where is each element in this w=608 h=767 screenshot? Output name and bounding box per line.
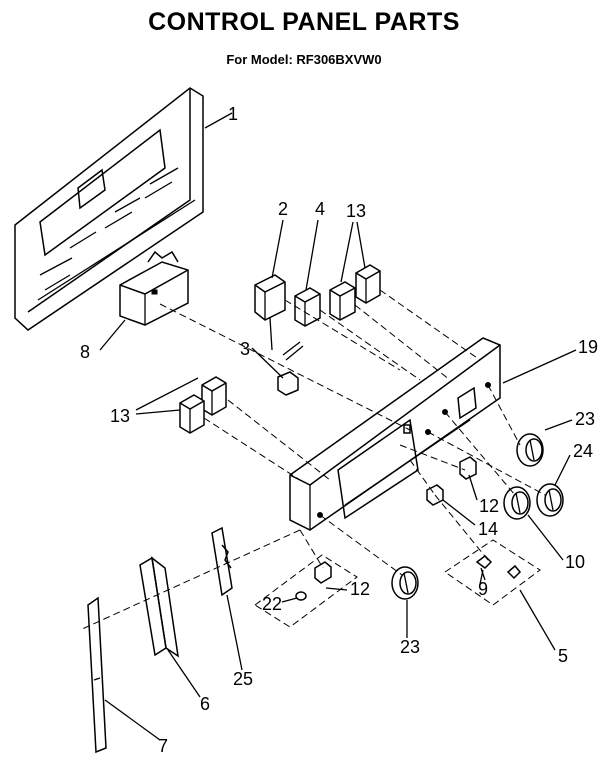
knob-24 [536, 483, 564, 517]
callout-1: 1 [228, 104, 238, 124]
callout-3: 3 [240, 339, 250, 359]
callout-14: 14 [478, 519, 498, 539]
callout-9: 9 [478, 579, 488, 599]
alignment-lines [79, 289, 546, 631]
callout-labels: 1 2 4 13 3 8 13 19 23 24 12 14 10 9 5 12… [80, 104, 598, 756]
callout-6: 6 [200, 694, 210, 714]
part-1-rear-panel [14, 87, 204, 331]
callout-13-upper: 13 [346, 201, 366, 221]
model-subtitle: For Model: RF306BXVW0 [226, 52, 382, 67]
part-25-bracket [211, 526, 233, 597]
knob-23-lower [391, 566, 419, 600]
callout-25: 25 [233, 669, 253, 689]
part-19-control-panel [289, 337, 501, 531]
knob-23-upper [516, 433, 544, 467]
part-7-bracket [87, 596, 107, 754]
part-12-right-fitting [459, 456, 477, 480]
callout-23-lower: 23 [400, 637, 420, 657]
callout-13-lower: 13 [110, 406, 130, 426]
part-6-bracket [139, 556, 179, 658]
knob-10 [503, 486, 531, 520]
part-8-switch-block [119, 250, 189, 326]
diagram-title: CONTROL PANEL PARTS [148, 8, 460, 36]
callout-5: 5 [558, 646, 568, 666]
callout-8: 8 [80, 342, 90, 362]
part-12-22-kit [254, 554, 358, 628]
part-13-upper-switches [329, 264, 381, 321]
callout-19: 19 [578, 337, 598, 357]
part-3-clip [277, 341, 304, 396]
callout-4: 4 [315, 199, 325, 219]
callout-24: 24 [573, 441, 593, 461]
part-5-kit [444, 539, 541, 606]
leader-lines [99, 112, 577, 741]
callout-10: 10 [565, 552, 585, 572]
callout-22: 22 [262, 594, 282, 614]
part-4-switch [294, 287, 321, 327]
callout-12-right: 12 [479, 496, 499, 516]
part-13-lower-switches [179, 376, 227, 434]
callout-2: 2 [278, 199, 288, 219]
callout-12-lower: 12 [350, 579, 370, 599]
callout-23-upper: 23 [575, 409, 595, 429]
part-2-switch [254, 274, 286, 351]
callout-7: 7 [158, 736, 168, 756]
